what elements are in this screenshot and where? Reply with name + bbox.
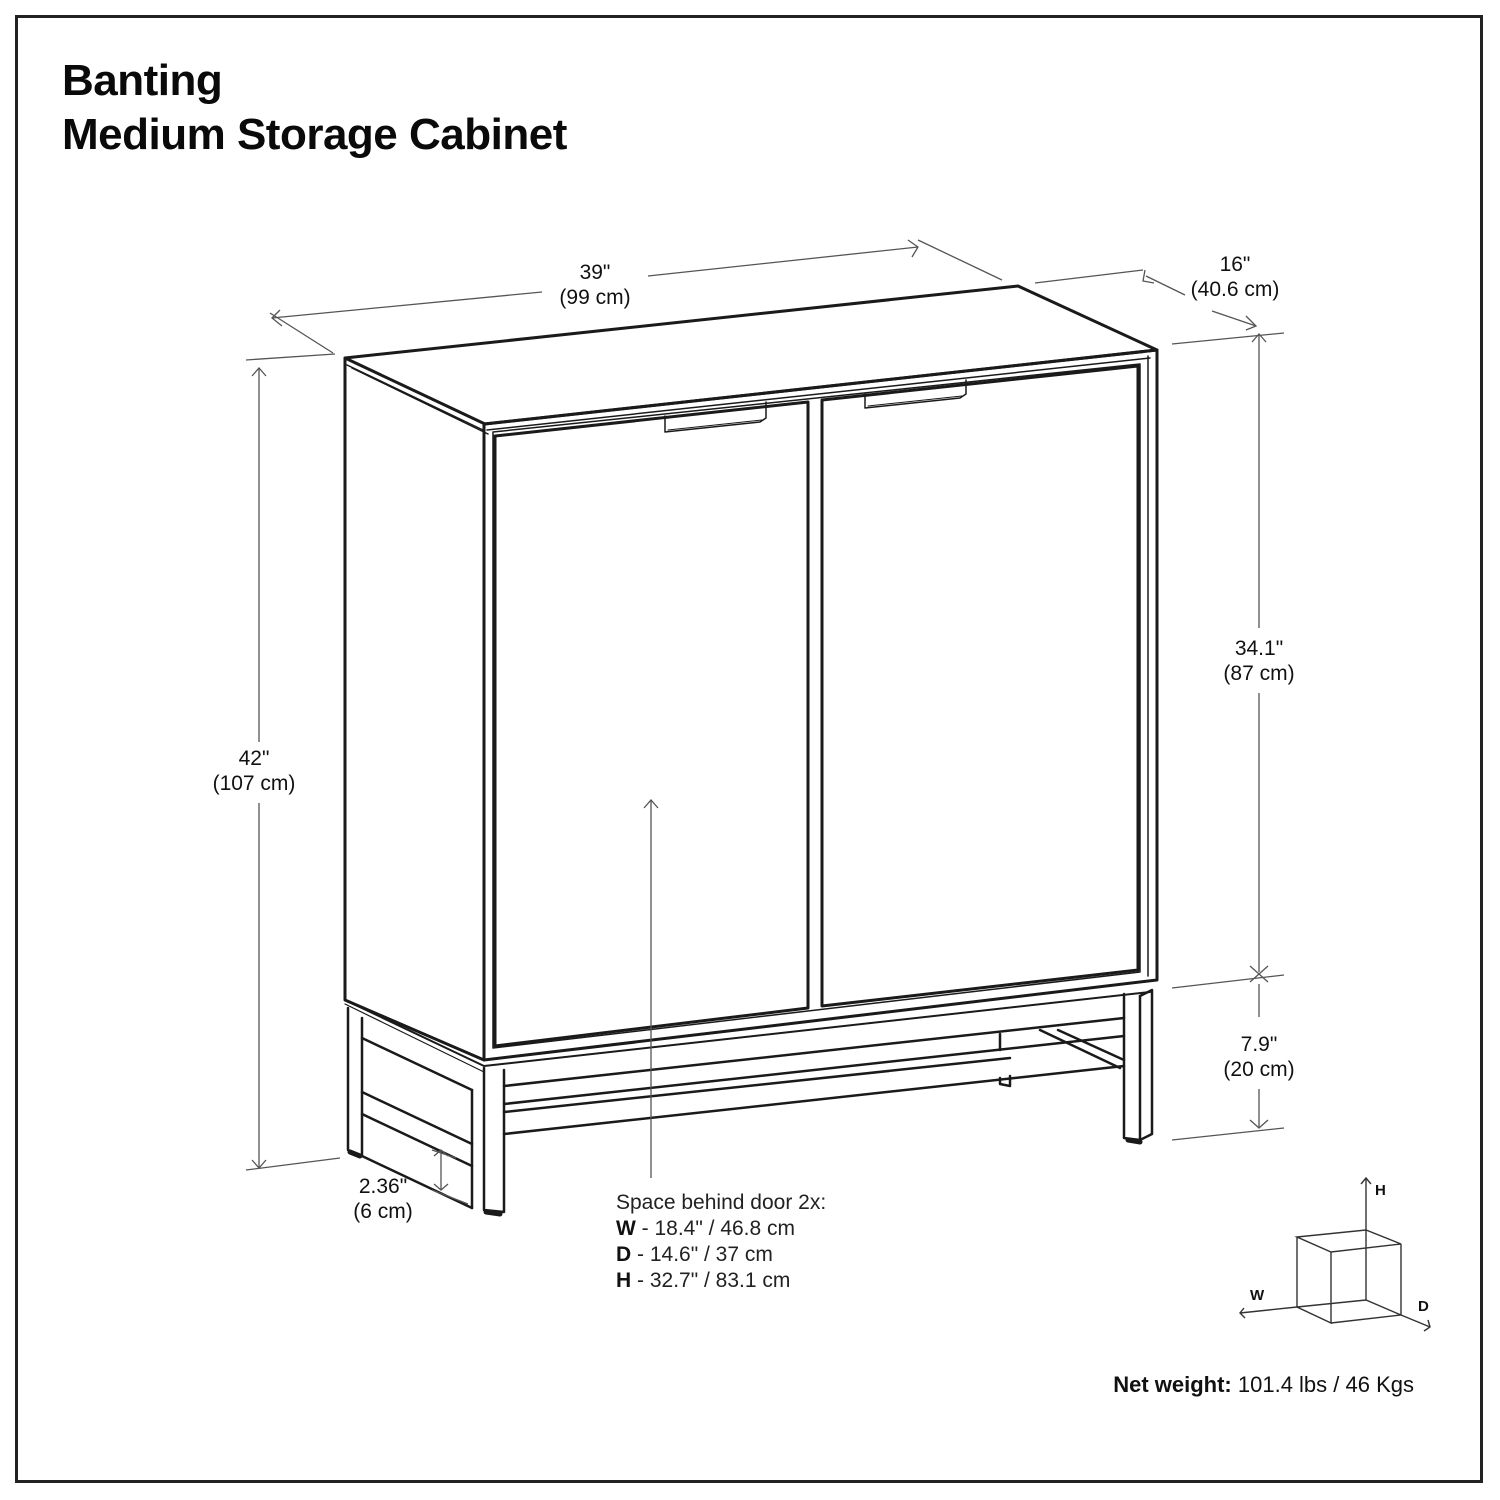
dimension-total-height: 42" (107 cm) xyxy=(208,746,300,796)
dimension-body-height: 34.1" (87 cm) xyxy=(1219,636,1299,686)
axis-label-w: W xyxy=(1250,1287,1265,1304)
space-behind-door-note: Space behind door 2x: W - 18.4" / 46.8 c… xyxy=(616,1190,826,1294)
dimension-width-cm: (99 cm) xyxy=(559,286,631,309)
left-door xyxy=(493,400,810,1048)
space-note-key: H xyxy=(616,1269,632,1292)
metal-base xyxy=(346,988,1154,1214)
dimension-clearance-cm: (6 cm) xyxy=(353,1200,413,1223)
space-note-row-h: H - 32.7" / 83.1 cm xyxy=(616,1268,826,1294)
dimension-depth: 16" (40.6 cm) xyxy=(1187,252,1284,302)
space-note-row-d: D - 14.6" / 37 cm xyxy=(616,1242,826,1268)
cabinet-top xyxy=(343,284,1159,426)
cabinet-left-side xyxy=(343,356,486,1062)
left-door-handle xyxy=(664,401,767,433)
dimension-width: 39" (99 cm) xyxy=(555,260,635,310)
dimension-depth-in: 16" xyxy=(1219,253,1251,276)
space-note-value: - 18.4" / 46.8 cm xyxy=(635,1217,796,1240)
axis-legend-cube xyxy=(1239,1176,1431,1332)
right-door xyxy=(820,364,1140,1008)
space-note-value: - 14.6" / 37 cm xyxy=(631,1243,773,1266)
dimension-depth-cm: (40.6 cm) xyxy=(1190,278,1280,301)
page-title: Banting Medium Storage Cabinet xyxy=(62,54,567,162)
page-border xyxy=(15,15,1483,1483)
dimension-body-height-in: 34.1" xyxy=(1234,637,1284,660)
dimension-clearance-in: 2.36" xyxy=(358,1175,408,1198)
space-note-key: D xyxy=(616,1243,632,1266)
title-product: Medium Storage Cabinet xyxy=(62,110,567,159)
dimension-leg-height: 7.9" (20 cm) xyxy=(1219,1032,1299,1082)
dimension-width-in: 39" xyxy=(579,261,611,284)
space-note-row-w: W - 18.4" / 46.8 cm xyxy=(616,1216,826,1242)
right-door-handle xyxy=(864,379,967,409)
space-note-value: - 32.7" / 83.1 cm xyxy=(631,1269,791,1292)
axis-label-d: D xyxy=(1418,1298,1429,1315)
net-weight: Net weight: 101.4 lbs / 46 Kgs xyxy=(1113,1372,1414,1398)
title-brand: Banting xyxy=(62,56,223,105)
dimension-total-height-in: 42" xyxy=(238,747,270,770)
axis-label-h: H xyxy=(1375,1182,1386,1199)
net-weight-label: Net weight: xyxy=(1113,1372,1232,1397)
dimension-body-height-cm: (87 cm) xyxy=(1223,662,1295,685)
net-weight-value: 101.4 lbs / 46 Kgs xyxy=(1231,1372,1414,1397)
space-note-key: W xyxy=(616,1217,636,1240)
dimension-total-height-cm: (107 cm) xyxy=(212,772,296,795)
dimension-stretcher-clearance: 2.36" (6 cm) xyxy=(349,1174,417,1224)
dimension-leg-height-in: 7.9" xyxy=(1240,1033,1278,1056)
dimension-leg-height-cm: (20 cm) xyxy=(1223,1058,1295,1081)
space-note-heading: Space behind door 2x: xyxy=(616,1191,827,1214)
